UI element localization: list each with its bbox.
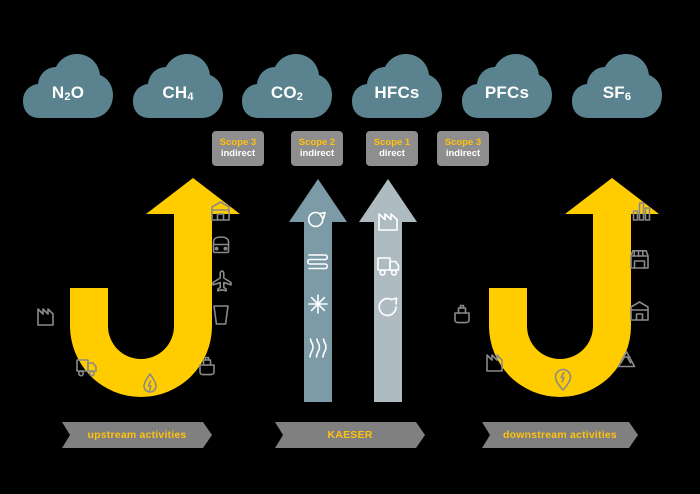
truck-icon — [76, 359, 97, 377]
recycle-icon — [617, 351, 636, 368]
scope-box-2[interactable]: Scope 2 indirect — [291, 131, 343, 166]
airplane-icon — [212, 270, 232, 292]
ship-icon — [454, 304, 470, 324]
banner-upstream-activities[interactable]: upstream activities — [62, 422, 212, 448]
plug-icon — [307, 211, 326, 228]
steam-icon — [309, 338, 327, 358]
scope-box-title: Scope 1 — [373, 136, 411, 148]
energy-pin-icon — [554, 368, 572, 391]
scope-box-3-upstream[interactable]: Scope 3 indirect — [212, 131, 264, 166]
cloud-shape-icon — [572, 54, 662, 118]
cloud-hfcs: HFCs — [351, 52, 443, 122]
cloud-shape-icon — [462, 54, 552, 118]
scope-box-title: Scope 3 — [219, 136, 257, 148]
ship-icon — [199, 356, 215, 376]
refresh-cycle-icon — [378, 297, 398, 317]
fuel-drop-icon — [143, 373, 157, 393]
scope-box-subtitle: indirect — [445, 147, 481, 159]
waste-bin-icon — [213, 305, 229, 325]
scope-2-arrow[interactable] — [288, 178, 348, 403]
scope-box-3-downstream[interactable]: Scope 3 indirect — [437, 131, 489, 166]
scope-box-title: Scope 3 — [444, 136, 482, 148]
banner-downstream-activities[interactable]: downstream activities — [482, 422, 638, 448]
banner-kaeser[interactable]: KAESER — [275, 422, 425, 448]
factory-icon — [378, 213, 398, 231]
heating-coil-icon — [306, 254, 329, 270]
cloud-shape-icon — [133, 54, 223, 118]
scope-box-1[interactable]: Scope 1 direct — [366, 131, 418, 166]
bar-chart-icon — [632, 202, 651, 221]
scope-box-title: Scope 2 — [298, 136, 336, 148]
cloud-shape-icon — [23, 54, 113, 118]
factory-icon — [486, 354, 503, 372]
banner-ribbon-shape — [62, 422, 212, 448]
scope-box-subtitle: indirect — [220, 147, 256, 159]
banner-ribbon-shape — [482, 422, 638, 448]
storefront-icon — [630, 250, 649, 269]
cooling-snowflake-icon — [308, 294, 328, 314]
cloud-pfcs: PFCs — [461, 52, 553, 122]
cloud-shape-icon — [352, 54, 442, 118]
factory-icon — [37, 308, 54, 326]
banner-ribbon-shape — [275, 422, 425, 448]
cloud-shape-icon — [242, 54, 332, 118]
car-icon — [212, 236, 230, 254]
scope-box-subtitle: indirect — [299, 147, 335, 159]
upstream-activities-arrow[interactable] — [18, 176, 278, 406]
downstream-activities-arrow[interactable] — [437, 176, 695, 406]
building-icon — [630, 301, 649, 321]
scope-1-arrow[interactable] — [358, 178, 418, 403]
truck-icon — [377, 257, 400, 276]
scope-box-subtitle: direct — [379, 147, 405, 159]
building-icon — [211, 201, 230, 221]
